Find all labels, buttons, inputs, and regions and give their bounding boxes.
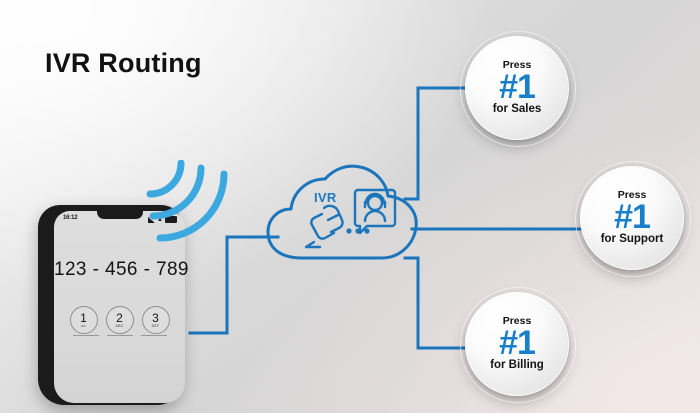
wire-bus-to-billing bbox=[416, 256, 472, 350]
status-icons: ▲ bbox=[148, 216, 177, 223]
option-number: #1 bbox=[499, 324, 536, 362]
keypad-letters: ABC bbox=[115, 323, 124, 328]
keypad-letters: oo bbox=[81, 323, 86, 328]
keypad-digit: 3 bbox=[152, 310, 159, 325]
handset-cord-icon bbox=[304, 240, 322, 249]
status-time: 16:12 bbox=[63, 215, 78, 221]
keypad-row-placeholder bbox=[106, 335, 133, 336]
option-target-label: for Sales bbox=[492, 103, 542, 115]
keypad-letters: DEF bbox=[151, 323, 160, 328]
keypad-key-1[interactable]: 1 oo bbox=[69, 306, 98, 334]
dots-icon bbox=[364, 228, 370, 234]
agent-body-icon bbox=[363, 209, 387, 223]
signal-arc-middle bbox=[149, 164, 205, 220]
keypad-key-2[interactable]: 2 ABC bbox=[105, 306, 134, 334]
option-press-label: Press bbox=[502, 315, 532, 327]
handset-line-icon bbox=[326, 213, 340, 222]
phone-status-bar: 16:12 ▲ bbox=[54, 215, 185, 226]
keypad-key-3[interactable]: 3 DEF bbox=[141, 306, 170, 334]
headset-agent-icon bbox=[353, 188, 397, 235]
phone-screen: 16:12 ▲ 123 - 456 - 789 1 oo 2 bbox=[54, 211, 189, 403]
keypad-row-placeholder bbox=[72, 335, 99, 336]
option-number: #1 bbox=[614, 198, 651, 236]
keypad-row-placeholder bbox=[140, 335, 167, 336]
phone-notch bbox=[96, 211, 143, 219]
keypad-next-row bbox=[54, 335, 185, 336]
battery-icon bbox=[165, 216, 177, 223]
phone-volume-button bbox=[42, 263, 48, 289]
agent-head-icon bbox=[366, 194, 384, 212]
dialed-number: 123 - 456 - 789 bbox=[54, 259, 189, 280]
page-title: IVR Routing bbox=[45, 48, 202, 78]
keypad-digit: 1 bbox=[80, 310, 87, 325]
handset-base-icon bbox=[310, 212, 336, 240]
cloud-outline bbox=[266, 164, 418, 260]
wire-bus-to-sales bbox=[416, 86, 472, 201]
wifi-icon: ▲ bbox=[157, 216, 163, 223]
phone-keypad: 1 oo 2 ABC 3 DEF bbox=[54, 306, 185, 334]
signal-arc-inner bbox=[146, 160, 185, 198]
option-press-label: Press bbox=[502, 59, 532, 71]
wire-phone-to-cloud bbox=[188, 235, 280, 335]
headset-earpiece-icon bbox=[363, 200, 387, 209]
ivr-cloud bbox=[266, 164, 418, 260]
option-circle-sales[interactable]: Press #1 for Sales bbox=[460, 31, 576, 147]
signal-arc-outer bbox=[156, 170, 228, 242]
option-press-label: Press bbox=[617, 189, 647, 201]
signal-waves-icon bbox=[146, 160, 228, 242]
option-circle-billing[interactable]: Press #1 for Billing bbox=[460, 287, 576, 403]
headset-band-icon bbox=[364, 192, 386, 205]
option-circle-support[interactable]: Press #1 for Support bbox=[575, 161, 691, 277]
option-number: #1 bbox=[499, 68, 536, 106]
telephone-handset-icon bbox=[322, 204, 344, 234]
keypad-digit: 2 bbox=[116, 310, 123, 325]
dots-icon bbox=[346, 228, 352, 234]
option-target-label: for Billing bbox=[490, 359, 544, 371]
signal-icon bbox=[148, 216, 156, 223]
dots-icon bbox=[355, 228, 361, 234]
option-target-label: for Support bbox=[600, 233, 664, 245]
